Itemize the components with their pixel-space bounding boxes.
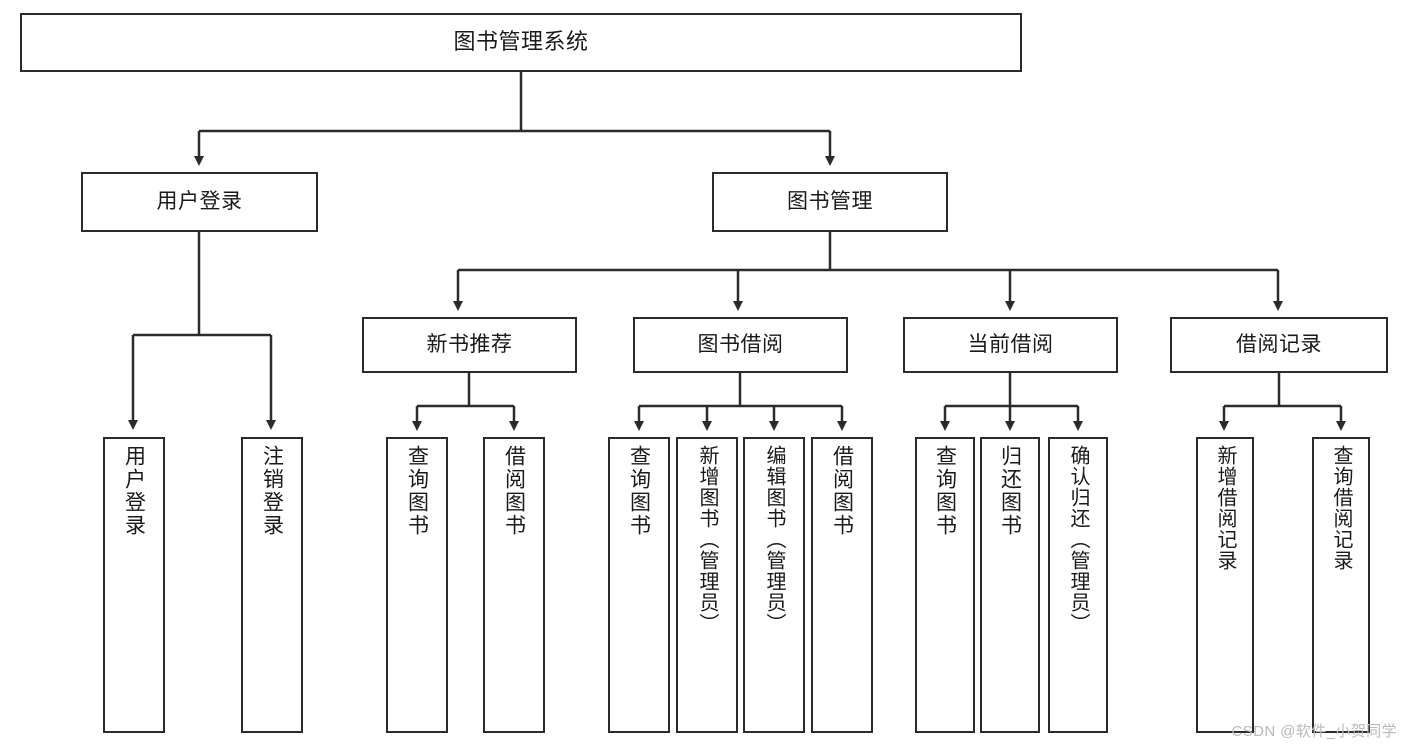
leaf-new-book-borrow-books[interactable]: 借阅图书	[483, 437, 545, 733]
node-new-book-recommendation[interactable]: 新书推荐	[362, 317, 577, 373]
node-label: 新增借阅记录	[1214, 445, 1236, 571]
csdn-watermark: CSDN @软件_小贺同学	[1231, 723, 1397, 740]
leaf-current-query-books[interactable]: 查询图书	[915, 437, 975, 733]
node-book-borrowing[interactable]: 图书借阅	[633, 317, 848, 373]
node-label: 借阅图书	[830, 445, 854, 537]
node-label: 查询图书	[405, 445, 429, 537]
node-user-login[interactable]: 用户登录	[81, 172, 318, 232]
node-label: 查询图书	[933, 445, 957, 537]
leaf-borrow-query-books[interactable]: 查询图书	[608, 437, 670, 733]
node-label: 用户登录	[156, 190, 243, 214]
node-label: 查询借阅记录	[1330, 445, 1352, 571]
node-label: 确认归还（管理员）	[1067, 445, 1089, 634]
node-label: 图书管理系统	[453, 29, 589, 55]
node-label: 注销登录	[260, 445, 284, 537]
node-label: 借阅记录	[1236, 333, 1322, 357]
node-label: 图书管理	[787, 190, 873, 214]
leaf-current-confirm-return-admin[interactable]: 确认归还（管理员）	[1048, 437, 1108, 733]
leaf-borrow-edit-book-admin[interactable]: 编辑图书（管理员）	[743, 437, 805, 733]
node-root-book-management-system[interactable]: 图书管理系统	[20, 13, 1022, 72]
leaf-borrow-borrow-books[interactable]: 借阅图书	[811, 437, 873, 733]
leaf-user-login-login[interactable]: 用户登录	[103, 437, 165, 733]
node-label: 编辑图书（管理员）	[763, 445, 785, 634]
leaf-current-return-books[interactable]: 归还图书	[980, 437, 1040, 733]
leaf-new-book-query-books[interactable]: 查询图书	[386, 437, 448, 733]
leaf-user-login-logout[interactable]: 注销登录	[241, 437, 303, 733]
node-label: 用户登录	[122, 445, 146, 537]
leaf-record-add-borrow-record[interactable]: 新增借阅记录	[1196, 437, 1254, 733]
node-label: 图书借阅	[697, 333, 784, 357]
node-label: 借阅图书	[502, 445, 526, 537]
node-label: 查询图书	[627, 445, 651, 537]
node-label: 当前借阅	[967, 333, 1054, 357]
node-borrowing-record[interactable]: 借阅记录	[1170, 317, 1388, 373]
node-label: 新书推荐	[426, 333, 513, 357]
leaf-record-query-borrow-record[interactable]: 查询借阅记录	[1312, 437, 1370, 733]
node-label: 新增图书（管理员）	[696, 445, 718, 634]
node-book-management[interactable]: 图书管理	[712, 172, 948, 232]
leaf-borrow-add-book-admin[interactable]: 新增图书（管理员）	[676, 437, 738, 733]
node-label: 归还图书	[998, 445, 1022, 537]
node-current-borrowing[interactable]: 当前借阅	[903, 317, 1118, 373]
